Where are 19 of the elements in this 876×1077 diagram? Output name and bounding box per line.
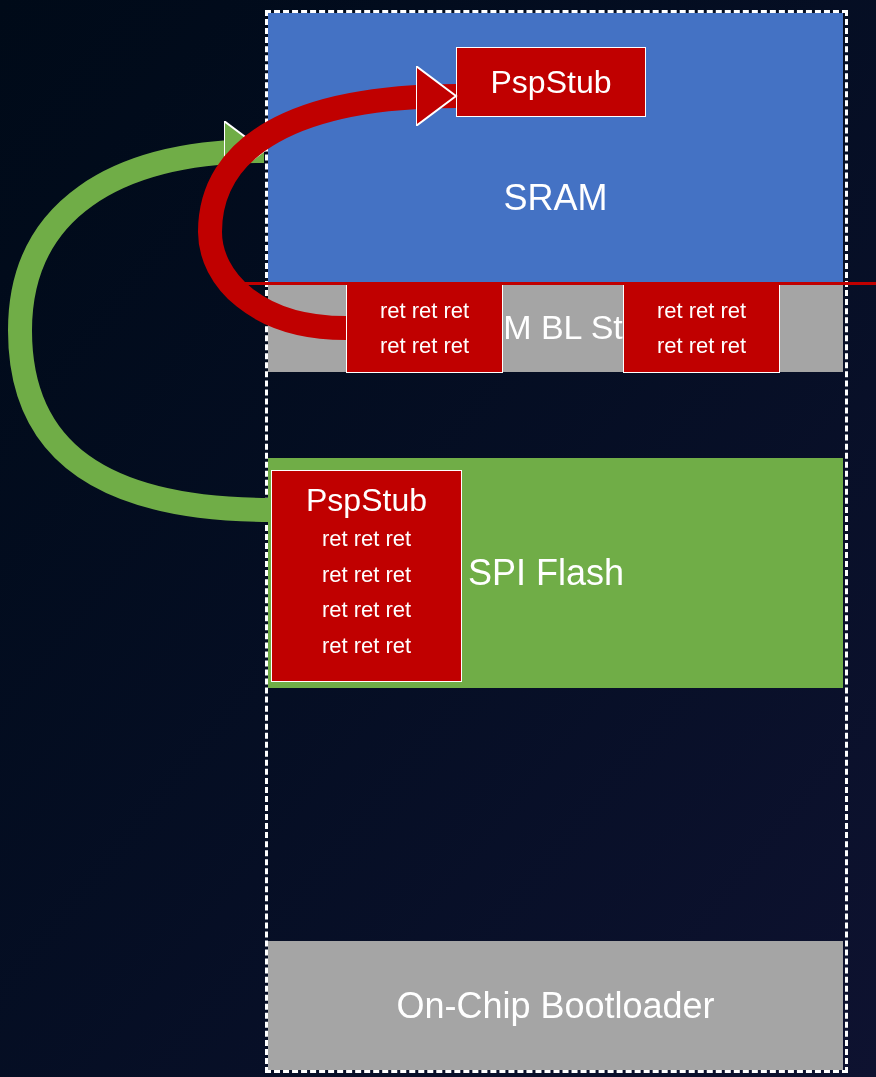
block-label: M BL St <box>503 307 623 348</box>
memory-region <box>268 283 843 372</box>
block-label: PspStub <box>490 63 612 102</box>
code-block <box>346 283 503 373</box>
memory-map-frame <box>265 10 848 1073</box>
block-label: SPI Flash <box>468 551 625 595</box>
memory-region <box>268 941 843 1070</box>
block-label: ret ret ret ret ret ret <box>655 297 748 360</box>
code-block <box>623 283 780 373</box>
code-block <box>271 470 462 682</box>
block-label: ret ret ret ret ret ret ret ret ret ret ret ret <box>320 525 413 660</box>
block-title: PspStub <box>306 481 427 520</box>
block-label: On-Chip Bootloader <box>396 983 715 1028</box>
memory-region <box>268 458 843 688</box>
code-block <box>456 47 646 117</box>
memory-region <box>268 13 843 283</box>
curved-arrow <box>198 66 457 340</box>
block-label: SRAM <box>503 176 608 220</box>
block-label: ret ret ret ret ret ret <box>378 297 471 360</box>
